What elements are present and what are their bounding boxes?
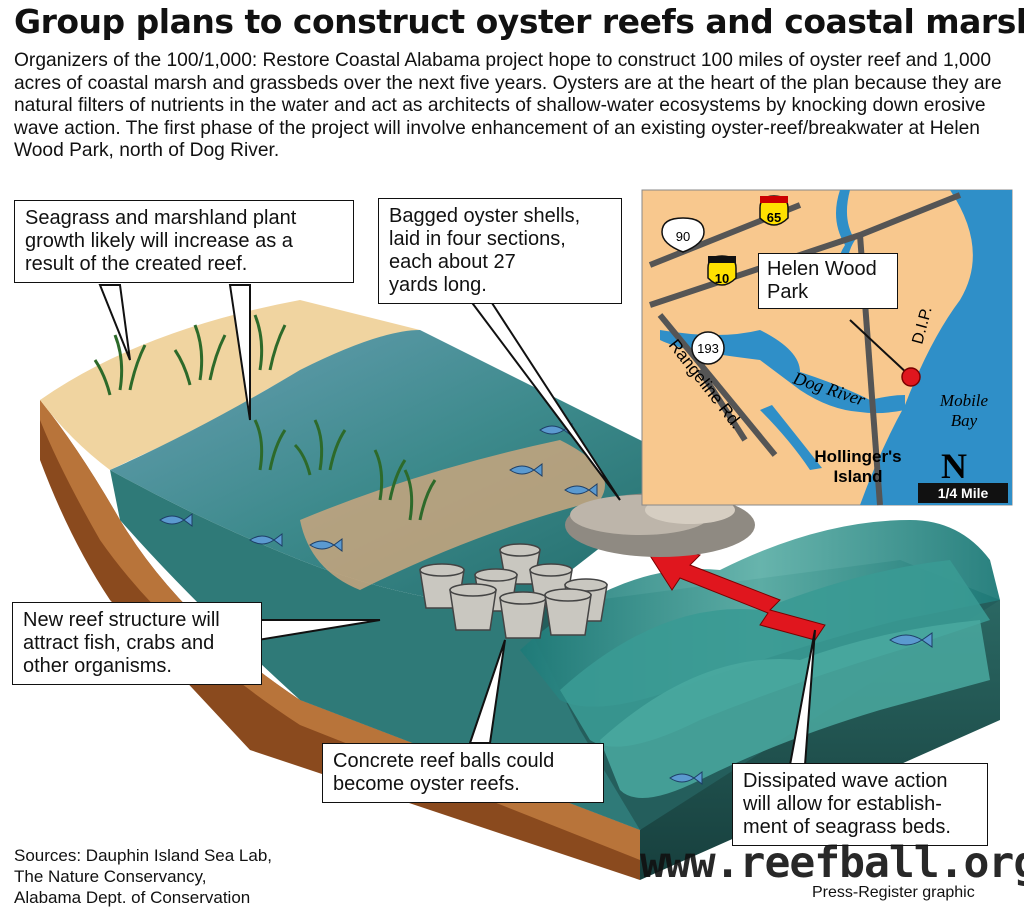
watermark: www.reefball.org (640, 838, 1024, 888)
mobile-bay-label-2: Bay (951, 411, 978, 430)
scale-bar (918, 483, 1008, 503)
wave-arrow (638, 539, 826, 641)
headline: Group plans to construct oyster reefs an… (14, 2, 1024, 41)
callout-wave-action: Dissipated wave action will allow for es… (732, 763, 988, 846)
route-65-shield: 65 (759, 195, 789, 226)
beach-strip (40, 300, 420, 470)
hollingers-island-label-2: Island (833, 467, 882, 486)
callout-new-reef-structure: New reef structure will attract fish, cr… (12, 602, 262, 685)
sand-trail (300, 440, 605, 590)
helen-wood-leader (849, 319, 911, 377)
mobile-bay-label: Mobile (939, 391, 989, 410)
hollingers-island-label: Hollinger's (814, 447, 901, 466)
scale-label: 1/4 Mile (938, 485, 989, 501)
route-90-shield: 90 (661, 217, 705, 253)
svg-text:10: 10 (715, 271, 729, 286)
intro-paragraph: Organizers of the 100/1,000: Restore Coa… (14, 50, 1002, 161)
sources: Sources: Dauphin Island Sea Lab, The Nat… (14, 846, 273, 907)
route-193-shield: 193 (691, 331, 725, 365)
reef-balls (419, 543, 608, 639)
svg-text:193: 193 (697, 341, 719, 356)
reef-bottom (110, 470, 660, 830)
svg-text:90: 90 (676, 229, 690, 244)
mobile-bay-water (860, 190, 1012, 505)
route-10-shield: 10 (707, 255, 737, 286)
callout-reef-balls: Concrete reef balls could become oyster … (322, 743, 604, 803)
helen-wood-marker (901, 367, 921, 387)
graphic-credit: Press-Register graphic (812, 884, 975, 901)
waves (520, 520, 1000, 798)
svg-text:65: 65 (767, 210, 781, 225)
helen-wood-park-label: Helen Wood Park (758, 253, 898, 309)
callout-leaders (98, 284, 816, 766)
callout-seagrass: Seagrass and marshland plant growth like… (14, 200, 354, 283)
callout-bagged-oyster-shells: Bagged oyster shells, laid in four secti… (378, 198, 622, 304)
seagrass-plants (93, 314, 437, 521)
locator-map: 90 65 10 193 Rangeline Rd. D.I.P. Dog Ri… (641, 189, 1013, 506)
north-arrow-icon: N (941, 446, 967, 486)
